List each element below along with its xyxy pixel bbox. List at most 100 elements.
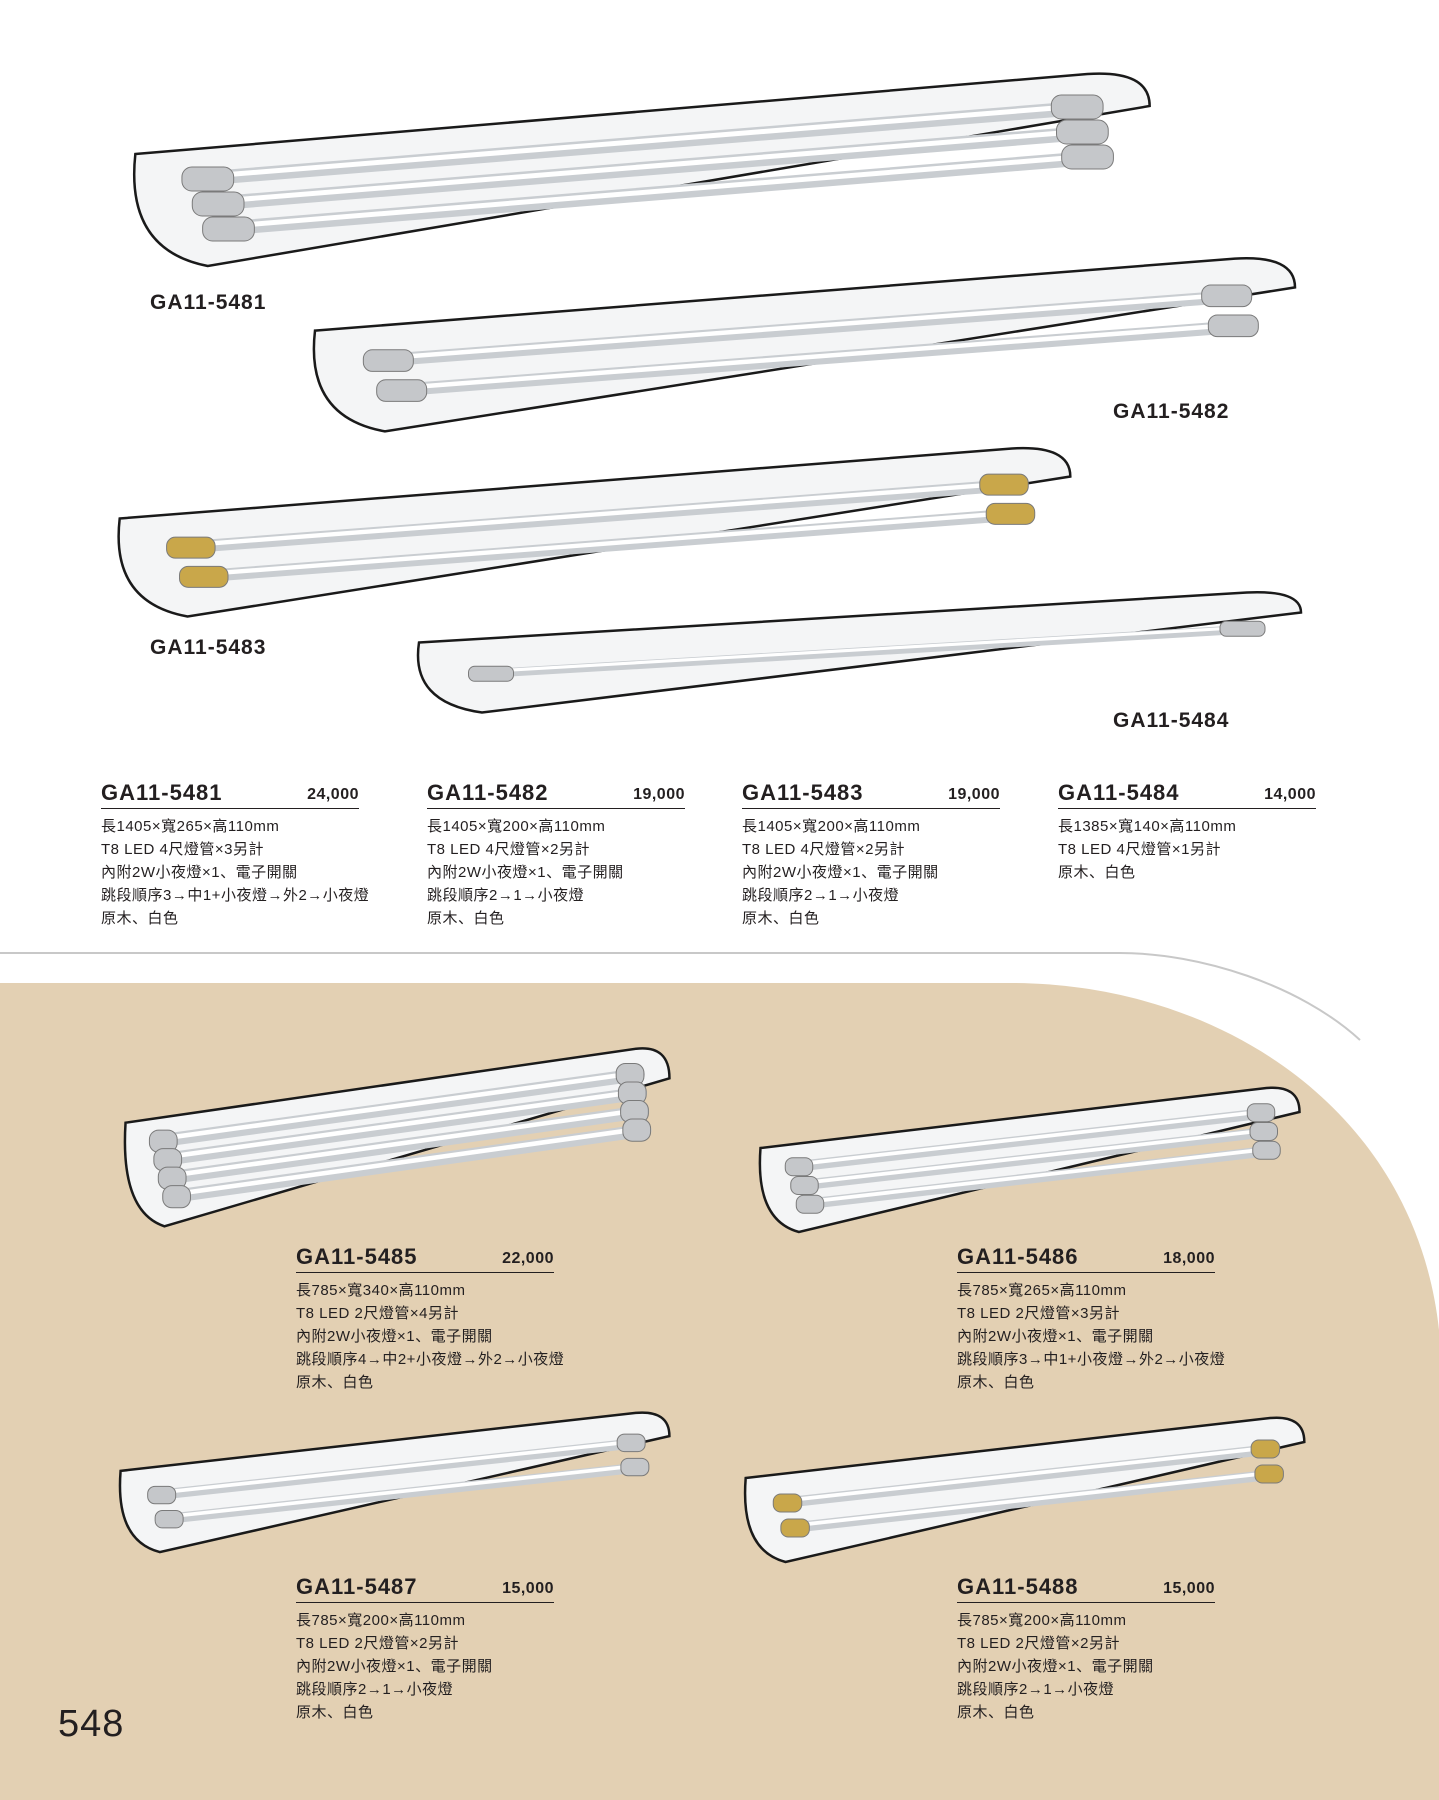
photo-label-ga11-5481: GA11-5481 (150, 291, 267, 314)
fixture-panel (312, 256, 1297, 433)
fixture-endcap (1056, 119, 1109, 145)
spec-line: 內附2W小夜燈×1、電子開關 (296, 1658, 493, 1675)
spec-line: 長1405×寬200×高110mm (427, 818, 606, 835)
fixture-endcap (191, 191, 245, 217)
fixture-tube (799, 1145, 1280, 1210)
spec-line: T8 LED 2尺燈管×3另計 (957, 1305, 1120, 1322)
fixture-endcap (1252, 1140, 1281, 1160)
fixture-tube-highlight (389, 321, 1251, 391)
fixture-tube-highlight (155, 1070, 641, 1142)
fixture-tube-highlight (205, 127, 1101, 205)
fixture-tube-highlight (791, 1108, 1272, 1167)
fixture-endcap (376, 379, 428, 402)
spec-line: T8 LED 4尺燈管×3另計 (101, 841, 264, 858)
spec-line: 內附2W小夜燈×1、電子開關 (957, 1328, 1154, 1345)
fixture-endcap (790, 1176, 819, 1195)
spec-line: 原木、白色 (296, 1704, 374, 1721)
fixture-endcap (468, 665, 514, 682)
spec-line: 跳段順序4→中2+小夜燈→外2→小夜燈 (296, 1351, 565, 1368)
spec-price: 24,000 (307, 786, 359, 803)
spec-model: GA11-5484 (1058, 780, 1180, 805)
fixture-drawing (118, 1411, 671, 1554)
spec-line: 長785×寬340×高110mm (296, 1282, 466, 1299)
spec-line: 跳段順序2→1→小夜燈 (296, 1681, 454, 1698)
fixture-tube-highlight (159, 1088, 643, 1161)
fixture-endcap (1219, 620, 1266, 637)
fixture-image-ga11-5485 (120, 1045, 675, 1230)
spec-model: GA11-5487 (296, 1574, 418, 1599)
spec-model: GA11-5481 (101, 780, 223, 805)
spec-line: 內附2W小夜燈×1、電子開關 (296, 1328, 493, 1345)
fixture-tube-highlight (194, 102, 1096, 180)
spec-line: 跳段順序2→1→小夜燈 (427, 887, 585, 904)
fixture-endcap (616, 1433, 646, 1453)
fixture-image-ga11-5488 (740, 1415, 1310, 1565)
fixture-image-ga11-5486 (755, 1085, 1305, 1235)
fixture-endcap (1246, 1103, 1276, 1123)
spec-line: 原木、白色 (742, 910, 820, 927)
spec-ga11-5482: GA11-5482 19,000 長1405×寬200×高110mm T8 LED… (427, 780, 685, 930)
fixture-endcap (1201, 284, 1253, 308)
photo-label-ga11-5483: GA11-5483 (150, 636, 267, 659)
spec-header: GA11-5481 24,000 (101, 780, 359, 809)
fixture-endcap (202, 216, 255, 242)
page-number: 548 (58, 1703, 125, 1745)
spec-line: 原木、白色 (296, 1374, 374, 1391)
spec-line: T8 LED 2尺燈管×4另計 (296, 1305, 459, 1322)
fixture-endcap (154, 1510, 184, 1529)
fixture-tube-highlight (191, 509, 1028, 578)
fixture-endcap (780, 1518, 810, 1538)
fixture-drawing (312, 256, 1297, 433)
spec-header: GA11-5485 22,000 (296, 1244, 554, 1273)
fixture-image-ga11-5484 (410, 590, 1310, 715)
photo-label-ga11-5482: GA11-5482 (1113, 400, 1230, 423)
fixture-tube (784, 1468, 1283, 1534)
spec-line: 長1405×寬265×高110mm (101, 818, 280, 835)
fixture-panel (117, 446, 1072, 618)
spec-line: 跳段順序2→1→小夜燈 (957, 1681, 1115, 1698)
spec-model: GA11-5482 (427, 780, 549, 805)
spec-line: 長1385×寬140×高110mm (1058, 818, 1237, 835)
fixture-tube (793, 1126, 1278, 1191)
fixture-tube (788, 1107, 1275, 1172)
spec-lines: 長1405×寬265×高110mm T8 LED 4尺燈管×3另計內附2W小夜燈×… (101, 815, 369, 930)
divider-line (0, 952, 1361, 1041)
fixture-endcap (1050, 94, 1104, 120)
spec-line: T8 LED 4尺燈管×2另計 (427, 841, 590, 858)
spec-price: 19,000 (633, 786, 685, 803)
fixture-tube-highlight (787, 1470, 1280, 1528)
fixture-drawing (416, 591, 1303, 714)
spec-price: 14,000 (1264, 786, 1316, 803)
beige-panel (0, 983, 1439, 1800)
spec-lines: 長785×寬265×高110mm T8 LED 2尺燈管×3另計內附2W小夜燈×1… (957, 1279, 1225, 1394)
fixture-tube-highlight (154, 1439, 642, 1495)
spec-line: T8 LED 4尺燈管×2另計 (742, 841, 905, 858)
fixture-endcap (784, 1157, 814, 1177)
spec-line: T8 LED 2尺燈管×2另計 (296, 1635, 459, 1652)
fixture-tube-highlight (215, 152, 1106, 230)
fixture-tube-highlight (802, 1146, 1277, 1205)
fixture-tube-highlight (161, 1463, 646, 1520)
fixture-endcap (772, 1493, 803, 1513)
fixture-endcap (979, 473, 1029, 496)
spec-line: 原木、白色 (427, 910, 505, 927)
fixture-panel (118, 1411, 671, 1554)
fixture-tube-highlight (178, 480, 1021, 548)
fixture-endcap (166, 536, 216, 559)
fixture-endcap (179, 565, 229, 588)
spec-line: 長785×寬265×高110mm (957, 1282, 1127, 1299)
fixture-image-ga11-5481 (125, 70, 1160, 270)
spec-line: 原木、白色 (957, 1704, 1035, 1721)
fixture-endcap (1061, 144, 1114, 170)
spec-model: GA11-5483 (742, 780, 864, 805)
fixture-tube (158, 1461, 649, 1525)
spec-line: 內附2W小夜燈×1、電子開關 (101, 864, 298, 881)
spec-header: GA11-5486 18,000 (957, 1244, 1215, 1273)
spec-line: 長785×寬200×高110mm (957, 1612, 1127, 1629)
fixture-endcap (147, 1485, 177, 1505)
spec-line: 內附2W小夜燈×1、電子開關 (427, 864, 624, 881)
spec-header: GA11-5484 14,000 (1058, 780, 1316, 809)
